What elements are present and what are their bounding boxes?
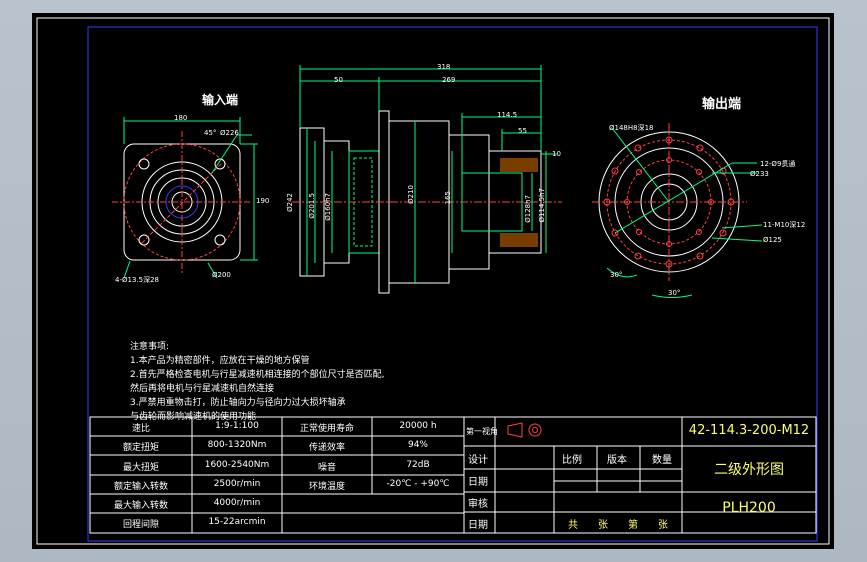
date-label-1: 日期 xyxy=(468,477,488,488)
spec-value: 800-1320Nm xyxy=(207,440,267,450)
output-view xyxy=(592,123,763,298)
version-label: 版本 xyxy=(607,455,627,466)
note-line: 与齿轮而影响减速机的使用功能 xyxy=(130,412,257,422)
side-view xyxy=(292,65,562,294)
dim-160: Ø160h7 xyxy=(324,193,332,221)
drawing-svg xyxy=(36,17,830,545)
spec-value: 4000r/min xyxy=(213,498,261,508)
dim-55: 55 xyxy=(518,127,527,135)
dim-201-5: Ø201.5 xyxy=(308,193,316,219)
dim-out-4: 11-M10深12 xyxy=(763,221,806,229)
review-label: 审核 xyxy=(468,499,488,510)
output-view-label: 输出端 xyxy=(702,97,742,112)
spec-label: 正常使用寿命 xyxy=(299,424,354,434)
spec-table-grid xyxy=(89,416,465,534)
spec-value: -20℃ - +90℃ xyxy=(386,479,450,489)
dim-226: Ø226 xyxy=(220,129,239,137)
input-view xyxy=(112,117,258,279)
spec-label: 噪音 xyxy=(317,463,336,473)
dim-269: 269 xyxy=(442,76,456,84)
spec-label: 额定扭矩 xyxy=(122,443,159,453)
spec-label: 最大扭矩 xyxy=(122,463,159,473)
dim-4-holes: 4-Ø13.5深28 xyxy=(115,276,159,284)
dim-out-5: Ø125 xyxy=(763,236,782,244)
dim-out-1: Ø148H8深18 xyxy=(609,124,654,132)
spec-value: 94% xyxy=(407,440,428,450)
spec-value: 1:9-1:100 xyxy=(215,421,259,431)
scale-label: 比例 xyxy=(562,455,582,466)
input-view-label: 输入端 xyxy=(202,93,239,107)
spec-value: 2500r/min xyxy=(213,479,261,489)
spec-label: 环境温度 xyxy=(308,482,345,492)
dim-114-5-b: Ø114.5h7 xyxy=(538,188,546,223)
drawing-code: 42-114.3-200-M12 xyxy=(688,423,810,438)
projection-label: 第一视角 xyxy=(466,427,498,436)
dim-242: Ø242 xyxy=(286,193,294,212)
note-line: 2.首先严格检查电机与行星减速机相连接的个部位尺寸是否匹配, xyxy=(130,370,385,380)
note-line: 注意事项: xyxy=(130,342,170,352)
spec-value: 15-22arcmin xyxy=(208,517,266,527)
dim-out-3: Ø233 xyxy=(750,170,769,178)
spec-value: 72dB xyxy=(406,460,430,470)
drawing-name: 二级外形图 xyxy=(714,462,784,478)
dim-50: 50 xyxy=(334,76,343,84)
spec-value: 20000 h xyxy=(399,421,437,431)
dim-30-a: 30° xyxy=(610,271,623,279)
date-label-2: 日期 xyxy=(468,520,488,531)
title-block-grid xyxy=(463,416,817,534)
note-line: 1.本产品为精密部件，应放在干燥的地方保管 xyxy=(130,356,310,366)
dim-190: 190 xyxy=(256,197,270,205)
design-label: 设计 xyxy=(468,455,488,466)
dim-128-5: Ø128h7 xyxy=(524,195,532,223)
note-line: 3.严禁用重物击打，防止轴向力与径向力过大损坏轴承 xyxy=(130,398,346,408)
outer-border xyxy=(36,17,830,545)
dim-180: 180 xyxy=(174,114,188,122)
model-name: PLH200 xyxy=(722,500,776,516)
spec-label: 回程间隙 xyxy=(122,520,159,530)
dim-45: 45° xyxy=(204,129,217,137)
dim-out-2: 12-Ø9贯通 xyxy=(760,160,796,168)
note-line: 然后再将电机与行星减速机自然连接 xyxy=(130,384,275,394)
dim-30-b: 30° xyxy=(668,289,681,297)
inner-border xyxy=(87,26,818,542)
dim-114-5: 114.5 xyxy=(497,111,518,119)
sheets-label: 共 张 第 张 xyxy=(568,520,668,531)
spec-label: 传递效率 xyxy=(308,443,345,453)
dim-318: 318 xyxy=(437,63,451,71)
cad-canvas: 输入端 输出端 180 45° Ø226 190 Ø200 4-Ø13.5深28… xyxy=(32,13,834,549)
dim-165: 165 xyxy=(444,191,452,205)
projection-symbol-icon xyxy=(507,422,542,438)
spec-label: 速比 xyxy=(131,424,150,434)
qty-label: 数量 xyxy=(652,455,672,466)
dim-210: Ø210 xyxy=(407,185,415,204)
spec-value: 1600-2540Nm xyxy=(204,460,270,470)
notes-block: 注意事项: 1.本产品为精密部件，应放在干燥的地方保管 2.首先严格检查电机与行… xyxy=(130,340,384,424)
dim-10: 10 xyxy=(552,150,561,158)
spec-label: 最大输入转数 xyxy=(113,501,168,511)
spec-label: 额定输入转数 xyxy=(113,482,168,492)
dim-200: Ø200 xyxy=(212,271,231,279)
